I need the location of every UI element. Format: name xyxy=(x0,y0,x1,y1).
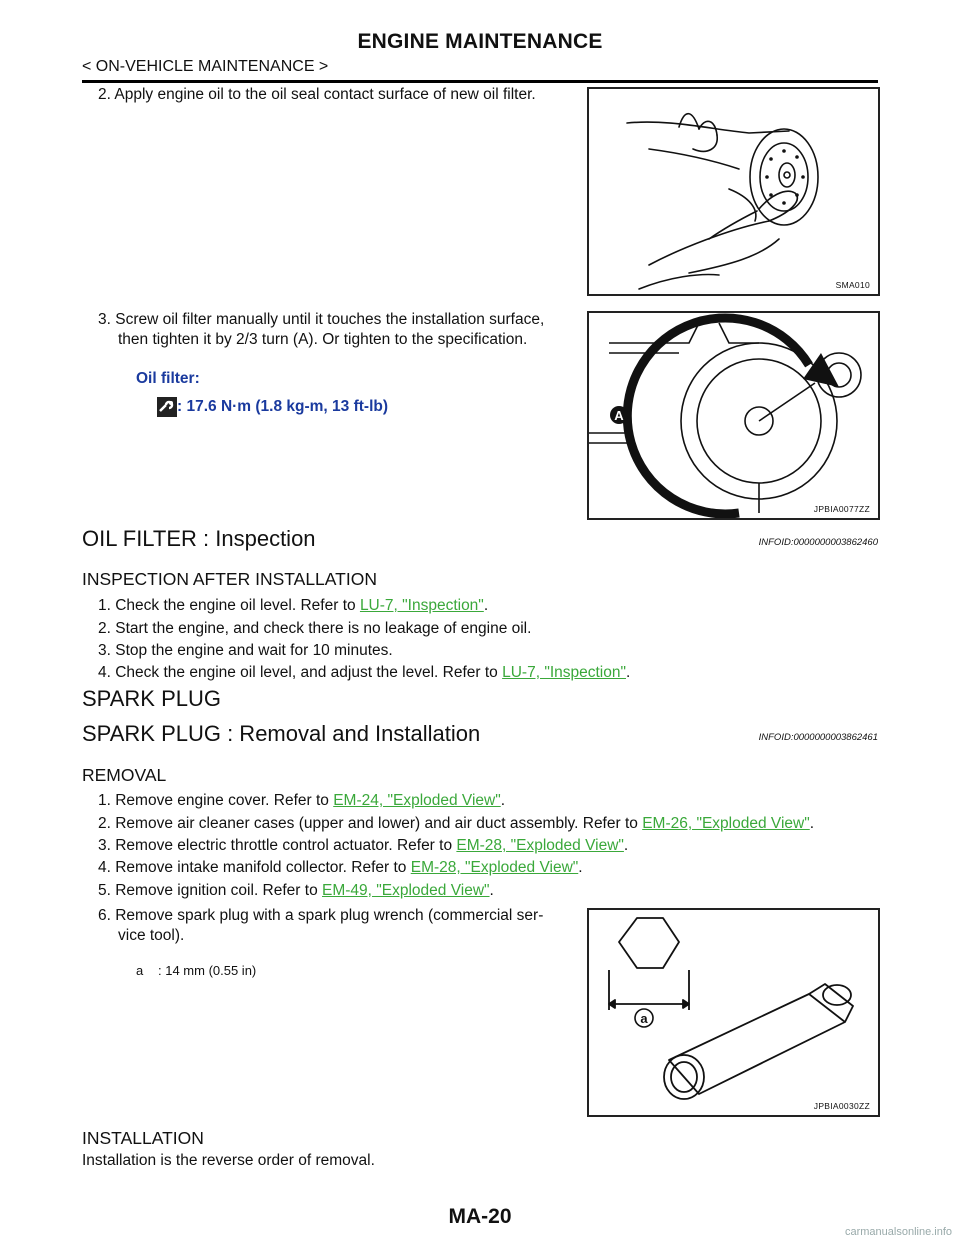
subheading-removal: REMOVAL xyxy=(82,765,167,785)
oil-filter-step-3-line2: then tighten it by 2/3 turn (A). Or tigh… xyxy=(118,331,528,348)
breadcrumb: < ON-VEHICLE MAINTENANCE > xyxy=(82,58,329,75)
oil-filter-turn-illustration: A xyxy=(589,313,862,518)
installation-text: Installation is the reverse order of rem… xyxy=(82,1152,375,1169)
spark-plug-wrench-illustration: a xyxy=(608,917,854,1100)
spec-value: : 17.6 N·m (1.8 kg-m, 13 ft-lb) xyxy=(177,398,389,415)
oil-filter-step-2: 2. Apply engine oil to the oil seal cont… xyxy=(98,86,536,103)
figure-label-a: A xyxy=(614,408,624,423)
removal-step-1: 1. Remove engine cover. Refer to EM-24, … xyxy=(98,792,506,809)
section-heading-inspection: OIL FILTER : Inspection xyxy=(82,526,316,551)
inspection-step-2: 2. Start the engine, and check there is … xyxy=(98,620,532,637)
removal-step-6-line2: vice tool). xyxy=(118,927,185,944)
link-em-26[interactable]: EM-26, "Exploded View" xyxy=(642,815,810,832)
dimension-value: : 14 mm (0.55 in) xyxy=(158,963,257,978)
removal-step-2: 2. Remove air cleaner cases (upper and l… xyxy=(98,815,815,832)
figure-code: SMA010 xyxy=(835,280,870,290)
subheading-inspection-after-installation: INSPECTION AFTER INSTALLATION xyxy=(82,569,377,589)
link-lu-7-inspection[interactable]: LU-7, "Inspection" xyxy=(359,597,484,614)
removal-step-6-line1: 6. Remove spark plug with a spark plug w… xyxy=(98,907,544,924)
page-title: ENGINE MAINTENANCE xyxy=(357,30,603,53)
figure-label-a-small: a xyxy=(640,1011,648,1026)
watermark: carmanualsonline.info xyxy=(844,1226,952,1238)
spec-label: Oil filter: xyxy=(136,370,200,387)
page-number: MA-20 xyxy=(448,1205,512,1228)
subheading-installation: INSTALLATION xyxy=(82,1128,204,1148)
torque-wrench-icon xyxy=(157,397,177,417)
removal-step-5: 5. Remove ignition coil. Refer to EM-49,… xyxy=(98,882,494,899)
inspection-step-4: 4. Check the engine oil level, and adjus… xyxy=(98,664,631,681)
figure-oil-seal: SMA010 xyxy=(587,87,880,296)
link-em-28[interactable]: EM-28, "Exploded View" xyxy=(410,859,579,876)
section-heading-spark-plug: SPARK PLUG xyxy=(82,686,221,711)
oil-filter-step-3-line1: 3. Screw oil filter manually until it to… xyxy=(98,311,545,328)
link-em-28[interactable]: EM-28, "Exploded View" xyxy=(456,837,624,854)
header-divider xyxy=(82,80,878,83)
link-em-49[interactable]: EM-49, "Exploded View" xyxy=(322,882,490,899)
link-em-24[interactable]: EM-24, "Exploded View" xyxy=(333,792,501,809)
section-subheading-removal-installation: SPARK PLUG : Removal and Installation xyxy=(82,721,481,746)
inspection-step-3: 3. Stop the engine and wait for 10 minut… xyxy=(98,642,393,659)
oil-filter-hands-illustration xyxy=(626,112,819,290)
removal-step-3: 3. Remove electric throttle control actu… xyxy=(98,837,629,854)
inspection-step-1: 1. Check the engine oil level. Refer to … xyxy=(98,597,489,614)
info-id: INFOID:0000000003862461 xyxy=(758,732,878,743)
figure-oil-filter-tighten: A JPBIA0077ZZ xyxy=(587,311,880,520)
link-lu-7-inspection[interactable]: LU-7, "Inspection" xyxy=(502,664,626,681)
dimension-key: a xyxy=(136,963,144,978)
figure-code: JPBIA0030ZZ xyxy=(813,1101,870,1111)
info-id: INFOID:0000000003862460 xyxy=(758,537,878,548)
figure-code: JPBIA0077ZZ xyxy=(813,504,870,514)
figure-spark-plug-wrench: a JPBIA0030ZZ xyxy=(587,908,880,1117)
removal-step-4: 4. Remove intake manifold collector. Ref… xyxy=(98,859,583,876)
